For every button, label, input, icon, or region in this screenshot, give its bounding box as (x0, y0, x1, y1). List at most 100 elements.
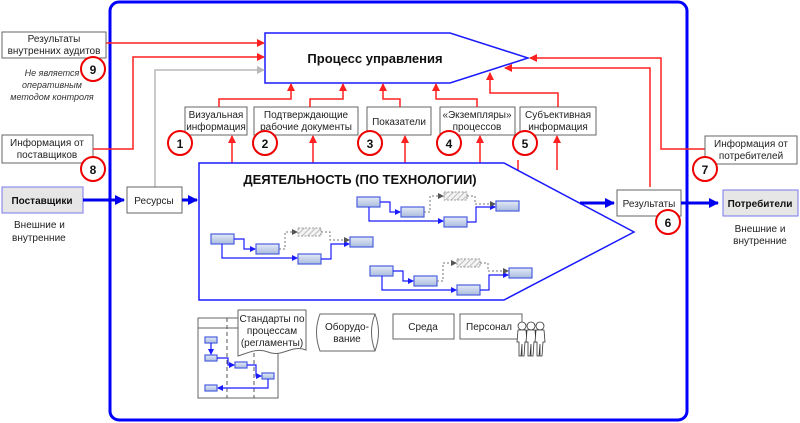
flow-arrow (321, 241, 350, 260)
activity-block[interactable]: ДЕЯТЕЛЬНОСТЬ (ПО ТЕХНОЛОГИИ) (198, 162, 636, 301)
optional-task-node (443, 191, 468, 201)
customers-sub-2: внутренние (733, 236, 787, 247)
customer-info[interactable]: Информация от потребителей (704, 135, 798, 165)
customer-info-arrow (529, 54, 705, 150)
task-node (413, 275, 438, 287)
internal-audits-box (1, 31, 107, 59)
marker-number-1: 1 (177, 137, 184, 151)
marker-circle-3 (357, 130, 383, 156)
task-node (204, 336, 218, 344)
task-node (234, 361, 248, 369)
internal-audits[interactable]: Результаты внутренних аудитов (1, 31, 107, 59)
marker-circle-7 (692, 156, 718, 182)
task-node (443, 216, 468, 228)
flow-arrow (380, 201, 401, 215)
supplier-info-label-1: Информация от (10, 137, 84, 149)
task-node (495, 200, 520, 212)
suppliers-box (1, 186, 84, 214)
source-box-2 (253, 106, 359, 136)
people-icon (516, 321, 546, 357)
optional-flow-arrow (279, 229, 298, 250)
personnel-label: Персонал (466, 322, 512, 333)
optional-task-node (456, 258, 481, 268)
flow-arrow (480, 272, 509, 291)
customers-block[interactable]: Потребители (722, 189, 799, 217)
marker-number-4: 4 (446, 137, 453, 151)
marker-number-9: 9 (90, 63, 97, 77)
marker-number-3: 3 (367, 137, 374, 151)
suppliers-block[interactable]: Поставщики (1, 186, 84, 214)
environment-box (392, 313, 455, 340)
personnel-block[interactable]: Персонал (459, 313, 546, 357)
activity-label: ДЕЯТЕЛЬНОСТЬ (ПО ТЕХНОЛОГИИ) (243, 172, 476, 187)
results-label: Результаты (623, 199, 676, 210)
optional-flow-arrow (321, 231, 350, 243)
marker-number-7: 7 (702, 163, 709, 177)
internal-audits-label-1: Результаты (28, 34, 81, 45)
equipment-block[interactable]: Оборудо- вание (316, 313, 379, 352)
audit-note-3: методом контроля (10, 92, 94, 102)
internal-audits-label-2: внутренних аудитов (8, 46, 101, 57)
source-box-3 (366, 106, 432, 136)
source-5-label-2: информация (528, 121, 588, 133)
marker-circle-6 (655, 209, 681, 235)
supplier-info-arrow (93, 53, 265, 150)
document-sheet (237, 309, 307, 357)
task-node (210, 233, 235, 245)
process-flow-bottom-right (369, 258, 533, 296)
activity-shape (198, 162, 636, 301)
supplier-info-box (1, 134, 94, 164)
supplier-info[interactable]: Информация от поставщиков (1, 134, 94, 164)
standards-label-1: Стандарты по (239, 314, 304, 325)
source-1-arrow (218, 83, 295, 107)
source-4-label-2: процессов (453, 122, 502, 133)
marker-circle-8 (80, 156, 106, 182)
flow-arrow (221, 244, 298, 261)
task-node (349, 236, 374, 248)
customers-label: Потребители (728, 198, 793, 210)
suppliers-label: Поставщики (11, 196, 72, 207)
customers-box (722, 189, 799, 217)
suppliers-sub-2: внутренние (12, 233, 66, 244)
marker-circle-4 (436, 130, 462, 156)
management-process-block[interactable]: Процесс управления (264, 32, 531, 84)
source-1-label-1: Визуальная (189, 110, 244, 121)
personnel-box (459, 313, 523, 340)
source-4-label-1: «Экземпляры» (442, 110, 512, 121)
results-info-arrow (504, 64, 651, 187)
optional-flow-arrow (480, 262, 509, 274)
flow-arrow (381, 276, 457, 293)
source-3-label-1: Показатели (372, 117, 426, 128)
standards-document[interactable]: Стандарты по процессам (регламенты) (197, 309, 307, 399)
organization-frame (108, 0, 689, 422)
task-node (261, 372, 275, 380)
task-node (508, 267, 533, 279)
audit-note-1: Не является (25, 68, 80, 78)
source-2-arrow (309, 83, 347, 107)
task-node (400, 206, 425, 218)
task-node (356, 196, 381, 208)
resources-info-arrow (154, 66, 265, 187)
source-visual-info[interactable]: Визуальная информация (184, 106, 248, 136)
environment-block[interactable]: Среда (392, 313, 455, 340)
customer-info-box (704, 135, 798, 165)
task-node (204, 384, 218, 392)
source-4-arrow (432, 83, 478, 107)
task-node (255, 243, 280, 255)
marker-number-2: 2 (262, 137, 269, 151)
source-subjective-info[interactable]: Субъективная информация (519, 106, 597, 136)
marker-circle-2 (252, 130, 278, 156)
source-box-5 (519, 106, 597, 136)
source-process-instances[interactable]: «Экземпляры» процессов (439, 106, 516, 136)
marker-number-5: 5 (522, 137, 529, 151)
marker-number-6: 6 (665, 216, 672, 230)
source-1-label-2: информация (186, 121, 246, 133)
source-indicators[interactable]: Показатели (366, 106, 432, 136)
source-3-arrow (379, 83, 401, 107)
task-node (204, 354, 218, 362)
source-confirming-documents[interactable]: Подтверждающие рабочие документы (253, 106, 359, 136)
supplier-info-label-2: поставщиков (17, 150, 78, 161)
customer-info-label-1: Информация от (714, 138, 788, 150)
resources-block[interactable]: Ресурсы (126, 186, 183, 214)
